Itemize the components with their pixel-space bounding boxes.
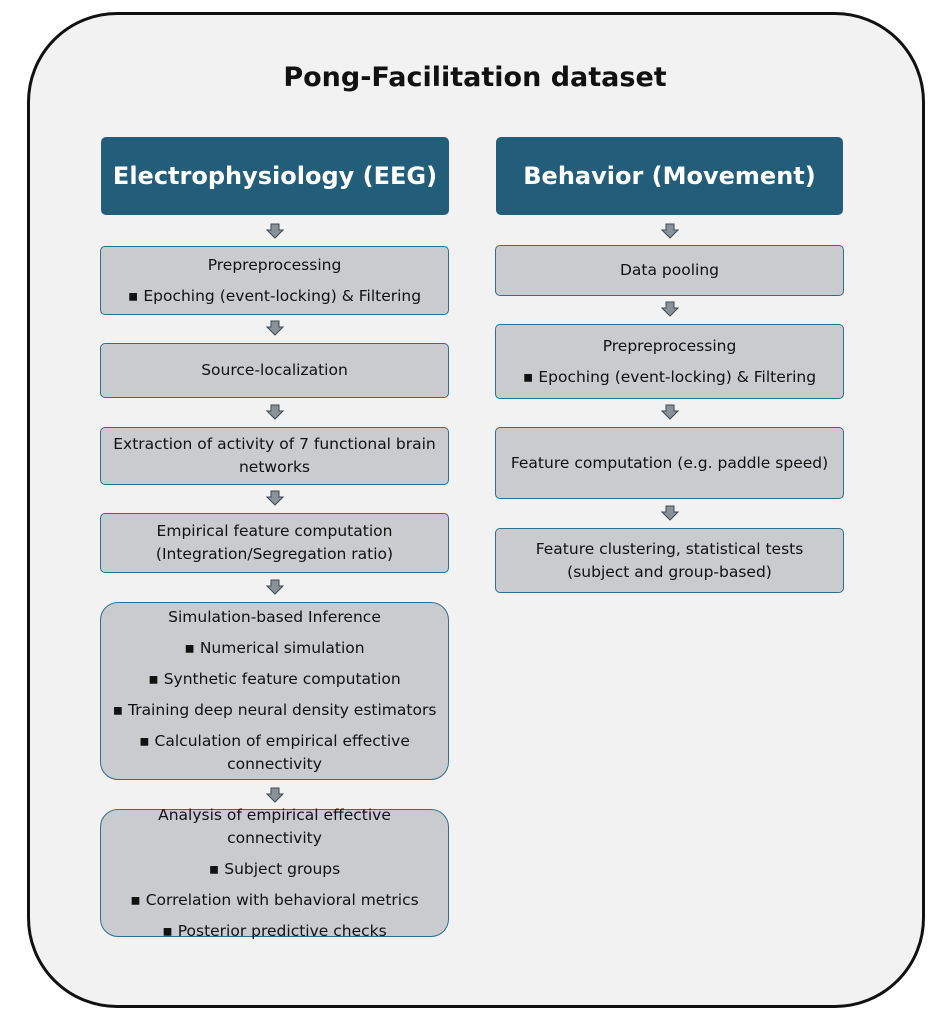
arrow-down-icon — [266, 490, 284, 506]
step-title: Simulation-based Inference — [168, 608, 381, 626]
right-header: Behavior (Movement) — [496, 137, 843, 215]
step-bullet: Correlation with behavioral metrics — [130, 889, 419, 912]
step-bullet: Numerical simulation — [184, 637, 365, 660]
step-title: Extraction of activity of 7 functional b… — [113, 435, 436, 476]
step-bullet: Epoching (event-locking) & Filtering — [128, 285, 421, 308]
arrow-down-icon — [266, 404, 284, 420]
arrow-down-icon — [661, 223, 679, 239]
left-header: Electrophysiology (EEG) — [101, 137, 449, 215]
left-step-simulation-based-inference: Simulation-based Inference Numerical sim… — [100, 602, 449, 780]
step-title: Prepreprocessing — [207, 255, 342, 274]
step-bullet: Subject groups — [209, 858, 340, 881]
diagram-title: Pong-Facilitation dataset — [283, 62, 667, 93]
step-bullet: Calculation of empirical effective conne… — [109, 730, 440, 776]
left-step-source-localization: Source-localization — [100, 343, 449, 398]
arrow-down-icon — [661, 505, 679, 521]
right-step-data-pooling: Data pooling — [495, 245, 844, 296]
step-title: Feature computation (e.g. paddle speed) — [510, 453, 829, 472]
step-title: Feature clustering, statistical tests (s… — [535, 539, 804, 581]
left-step-analysis: Analysis of empirical effective connecti… — [100, 806, 449, 940]
step-title: Empirical feature computation (Integrati… — [155, 522, 394, 563]
left-step-extraction: Extraction of activity of 7 functional b… — [100, 427, 449, 485]
step-title: Analysis of empirical effective connecti… — [158, 805, 391, 847]
step-bullet: Synthetic feature computation — [148, 668, 401, 691]
right-step-feature-computation: Feature computation (e.g. paddle speed) — [495, 427, 844, 499]
step-title: Data pooling — [619, 261, 720, 279]
arrow-down-icon — [266, 787, 284, 803]
arrow-down-icon — [661, 404, 679, 420]
step-title: Source-localization — [201, 361, 348, 379]
arrow-down-icon — [661, 301, 679, 317]
step-bullet: Training deep neural density estimators — [113, 699, 436, 722]
left-step-empirical-feature: Empirical feature computation (Integrati… — [100, 513, 449, 573]
step-title: Prepreprocessing — [602, 336, 737, 355]
arrow-down-icon — [266, 579, 284, 595]
step-bullet: Posterior predictive checks — [162, 920, 387, 943]
left-step-prepreprocessing: Prepreprocessing Epoching (event-locking… — [100, 246, 449, 315]
arrow-down-icon — [266, 223, 284, 239]
right-step-prepreprocessing: Prepreprocessing Epoching (event-locking… — [495, 324, 844, 399]
step-bullet: Epoching (event-locking) & Filtering — [523, 366, 816, 389]
right-step-feature-clustering: Feature clustering, statistical tests (s… — [495, 528, 844, 593]
arrow-down-icon — [266, 320, 284, 336]
